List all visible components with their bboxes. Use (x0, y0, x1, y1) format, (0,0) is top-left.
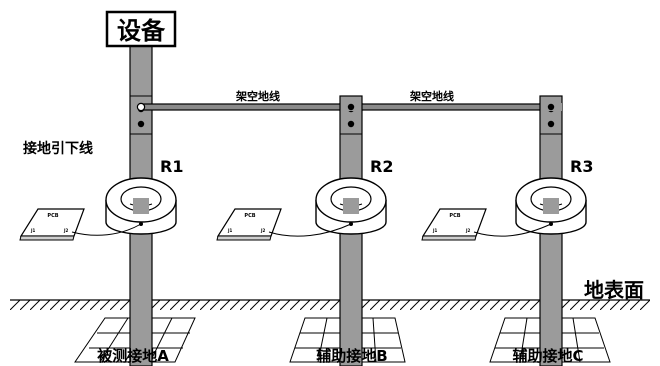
pcb-label: PCB (47, 213, 58, 219)
pcb-pin-j2: J2 (465, 228, 470, 233)
down-conductor-label: 接地引下线 (23, 140, 93, 157)
ground-b-label: 辅助接地B (316, 347, 387, 365)
ground-surface-label: 地表面 (584, 278, 644, 302)
sensor-r1: R1 (105, 157, 183, 235)
pcb-pin-j2: J2 (260, 228, 265, 233)
pcb-label: PCB (244, 213, 255, 219)
pcb-pin-j1: J1 (30, 228, 35, 233)
sensor-r2: R2 (315, 157, 393, 235)
ground-c-label: 辅助接地C (512, 347, 583, 365)
pcb-board-r3: PCB J1 J2 (421, 208, 552, 241)
pcb-pin-j1: J1 (432, 228, 437, 233)
pcb-board-r2: PCB J1 J2 (216, 208, 352, 241)
bolt-icon (547, 120, 555, 128)
overhead-ground-wire (136, 102, 562, 112)
sensor-r1-label: R1 (160, 157, 183, 176)
ground-a-label: 被测接地A (97, 347, 169, 365)
pcb-board-r1: PCB J1 J2 (19, 208, 142, 241)
sensor-r2-label: R2 (370, 157, 393, 176)
overhead-wire-label-2: 架空地线 (409, 89, 454, 103)
pcb-pin-j2: J2 (63, 228, 68, 233)
device-label: 设备 (117, 17, 166, 45)
bolt-icon (137, 120, 145, 128)
sensor-r3-label: R3 (570, 157, 593, 176)
pcb-pin-j1: J1 (227, 228, 232, 233)
pcb-label: PCB (449, 213, 460, 219)
bolt-icon (347, 120, 355, 128)
overhead-wire-label-1: 架空地线 (235, 89, 280, 103)
ground-grid-a (74, 317, 196, 363)
device-box: 设备 (105, 10, 177, 48)
sensor-r3: R3 (515, 157, 593, 235)
